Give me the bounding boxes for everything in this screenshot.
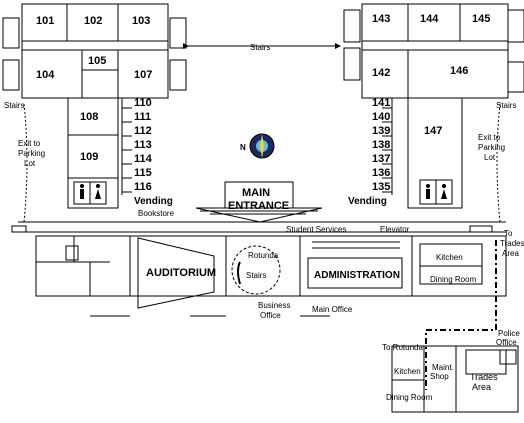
main-office-label: Main Office	[312, 305, 353, 314]
trades-route-path	[425, 240, 497, 390]
exit-right-path	[496, 103, 501, 223]
room-141: 141	[372, 97, 390, 109]
kitchen-inset-label: Kitchen	[394, 367, 421, 376]
room-143: 143	[372, 13, 390, 25]
room-140: 140	[372, 111, 390, 123]
room-110: 110	[134, 97, 152, 109]
room-144: 144	[420, 13, 439, 25]
restroom-icon-left	[80, 184, 101, 199]
room-116: 116	[134, 181, 152, 193]
compass-north-label: N	[240, 143, 246, 152]
to-trades-label: To Trades Area	[500, 229, 524, 258]
room-147: 147	[424, 125, 442, 137]
room-115: 115	[134, 167, 152, 179]
room-102: 102	[84, 15, 102, 27]
room-142: 142	[372, 67, 390, 79]
room-139: 139	[372, 125, 390, 137]
stairs-top-label: Stairs	[250, 43, 270, 52]
vending-right-label: Vending	[348, 196, 387, 207]
inset-trades	[391, 345, 519, 413]
rotunda-label: Rotunda	[248, 251, 279, 260]
student-services-label: Student Services	[286, 225, 346, 234]
maint-shop-label: Maint. Shop	[430, 363, 456, 381]
administration-label: ADMINISTRATION	[314, 270, 400, 281]
dining-room-label: Dining Room	[430, 275, 477, 284]
room-146: 146	[450, 65, 468, 77]
lower-building	[35, 235, 507, 317]
rotunda-stairs-label: Stairs	[246, 271, 266, 280]
main-entrance-label: MAIN ENTRANCE	[228, 187, 289, 212]
room-145: 145	[472, 13, 490, 25]
bookstore-label: Bookstore	[138, 209, 175, 218]
room-101: 101	[36, 15, 54, 27]
left-wing	[2, 3, 187, 209]
room-136: 136	[372, 167, 390, 179]
compass-icon	[249, 133, 275, 159]
to-rotunda-label: To Rotunda	[382, 343, 423, 352]
police-office-label: Police Office	[496, 329, 522, 347]
exit-left-label: Exit to Parking Lot	[18, 139, 47, 168]
kitchen-label: Kitchen	[436, 253, 463, 262]
main-corridor	[11, 221, 506, 233]
room-104: 104	[36, 69, 55, 81]
business-office-label: Business Office	[258, 301, 293, 320]
room-138: 138	[372, 139, 390, 151]
trades-area-label: Trades Area	[470, 372, 500, 392]
exit-left-path	[23, 103, 28, 223]
room-108: 108	[80, 111, 98, 123]
main-entrance-arrow	[195, 181, 323, 223]
room-103: 103	[132, 15, 150, 27]
restroom-icon-right	[426, 184, 447, 199]
room-135: 135	[372, 181, 390, 193]
room-107: 107	[134, 69, 152, 81]
room-114: 114	[134, 153, 153, 165]
vending-left-label: Vending	[134, 196, 173, 207]
room-109: 109	[80, 151, 98, 163]
elevator-label: Elevator	[380, 225, 410, 234]
stairs-right-label: Stairs	[496, 101, 516, 110]
right-wing	[343, 3, 524, 209]
room-111: 111	[134, 111, 151, 123]
room-113: 113	[134, 139, 152, 151]
exit-right-label: Exit to Parking Lot	[478, 133, 507, 162]
room-105: 105	[88, 55, 106, 67]
auditorium-label: AUDITORIUM	[146, 267, 216, 279]
stairs-left-label: Stairs	[4, 101, 24, 110]
room-112: 112	[134, 125, 152, 137]
dining-room-inset-label: Dining Room	[386, 393, 433, 402]
room-137: 137	[372, 153, 390, 165]
